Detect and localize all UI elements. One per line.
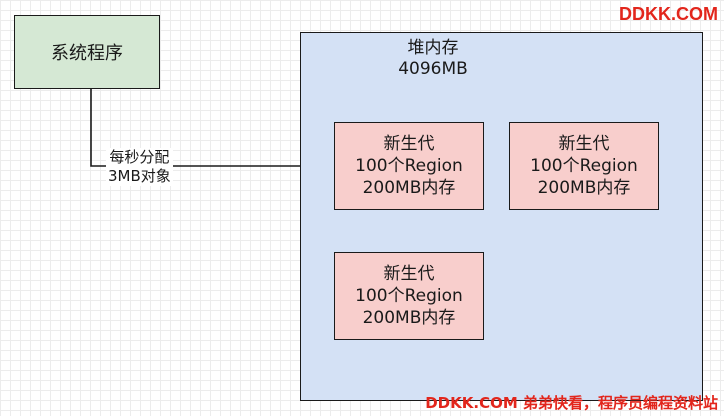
region-name: 新生代 <box>383 264 435 284</box>
young-gen-region-box: 新生代 100个Region 200MB内存 <box>509 122 659 210</box>
system-program-label: 系统程序 <box>51 43 123 64</box>
region-count: 100个Region <box>355 156 463 176</box>
region-name: 新生代 <box>558 134 610 154</box>
heap-title: 堆内存 4096MB <box>393 38 473 80</box>
allocation-label-line1: 每秒分配 <box>109 148 170 166</box>
allocation-label-line2: 3MB对象 <box>108 167 171 185</box>
region-memory: 200MB内存 <box>537 178 631 198</box>
region-memory: 200MB内存 <box>362 178 456 198</box>
young-gen-region-box: 新生代 100个Region 200MB内存 <box>334 252 484 340</box>
heap-title-label: 堆内存 <box>407 38 459 58</box>
watermark-top: DDKK.COM <box>619 4 718 24</box>
watermark-bottom: DDKK.COM 弟弟快看，程序员编程资料站 <box>425 394 718 412</box>
heap-size-label: 4096MB <box>398 59 468 79</box>
region-name: 新生代 <box>383 134 435 154</box>
young-gen-region-box: 新生代 100个Region 200MB内存 <box>334 122 484 210</box>
allocation-label: 每秒分配 3MB对象 <box>106 148 173 186</box>
region-memory: 200MB内存 <box>362 308 456 328</box>
region-count: 100个Region <box>530 156 638 176</box>
system-program-box: 系统程序 <box>14 15 160 89</box>
region-count: 100个Region <box>355 286 463 306</box>
heap-memory-box: 堆内存 4096MB <box>300 32 703 401</box>
